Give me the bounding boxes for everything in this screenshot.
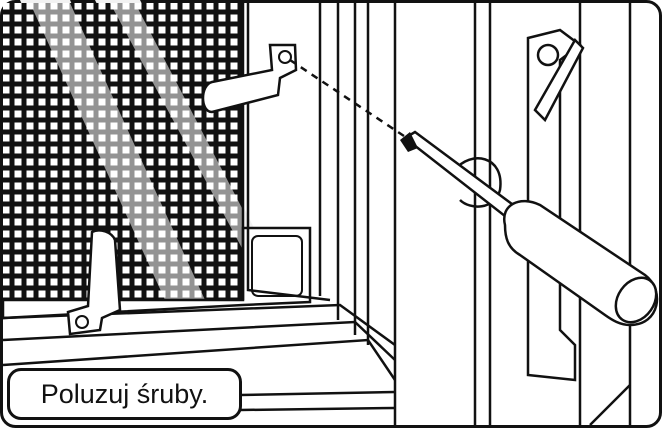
sill-line [2, 303, 396, 347]
mesh-highlight [30, 3, 205, 300]
sill-line [2, 320, 396, 361]
screwdriver-tip [400, 132, 418, 152]
caption-box: Poluzuj śruby. [7, 368, 242, 420]
screwdriver-loop [454, 157, 502, 208]
caption-text: Poluzuj śruby. [40, 378, 209, 409]
handle-lever [533, 37, 585, 123]
sill-line [2, 338, 397, 381]
sill-line [239, 390, 396, 397]
upper-screw [278, 50, 292, 64]
screwdriver-handle-end [614, 276, 658, 324]
lower-screw [75, 315, 89, 329]
corner-window [251, 235, 303, 297]
guide-dashed-line [289, 58, 411, 142]
sill-line [589, 384, 631, 426]
sill-line [239, 406, 396, 412]
upper-clip [201, 43, 298, 114]
lower-clip [66, 229, 122, 336]
handle-pivot [536, 43, 560, 67]
mesh-highlight [110, 3, 243, 250]
